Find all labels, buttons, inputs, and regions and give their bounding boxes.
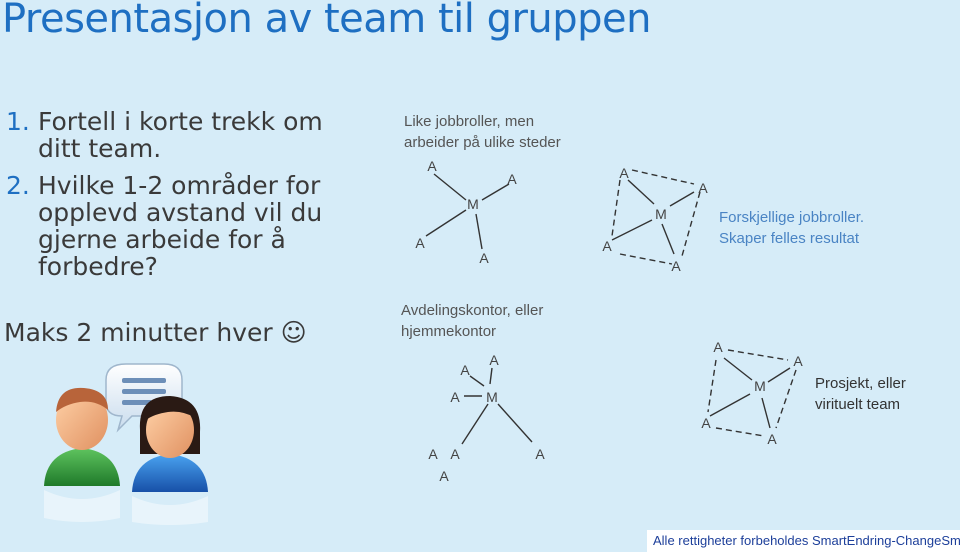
node-member: A xyxy=(671,258,681,274)
node-member: A xyxy=(701,415,711,431)
node-member: A xyxy=(602,238,612,254)
node-member: A xyxy=(479,250,489,266)
network-diagram-office: A A A M A A A A xyxy=(428,352,545,484)
question-list: 1. Fortell i korte trekk om ditt team. 2… xyxy=(6,108,366,280)
caption-line: Forskjellige jobbroller. xyxy=(719,209,865,226)
node-member: A xyxy=(489,352,499,368)
network-diagram-project: A A M A A xyxy=(701,339,803,447)
caption-same-roles: Like jobbroller, men arbeider på ulike s… xyxy=(404,111,561,153)
node-member: A xyxy=(698,180,708,196)
question-item-2: 2. Hvilke 1-2 områder for opplevd avstan… xyxy=(6,172,366,280)
node-member: A xyxy=(439,468,449,484)
node-member: A xyxy=(427,158,437,174)
node-member: A xyxy=(428,446,438,462)
slide-title: Presentasjon av team til gruppen xyxy=(2,0,652,42)
caption-line: Avdelingskontor, eller xyxy=(401,302,544,319)
node-member: A xyxy=(793,353,803,369)
question-number: 1. xyxy=(6,107,30,136)
network-diagram-diff-roles: A A M A A xyxy=(602,165,708,274)
question-text: Hvilke 1-2 områder for opplevd avstand v… xyxy=(38,171,323,281)
node-manager: M xyxy=(754,378,766,394)
caption-line: Prosjekt, eller xyxy=(815,375,906,392)
node-member: A xyxy=(450,389,460,405)
caption-line: hjemmekontor xyxy=(401,323,497,340)
caption-project: Prosjekt, eller virituelt team xyxy=(815,373,906,415)
question-text: Fortell i korte trekk om ditt team. xyxy=(38,107,323,163)
caption-line: Skaper felles resultat xyxy=(719,230,860,247)
node-member: A xyxy=(507,171,517,187)
node-manager: M xyxy=(467,196,479,212)
node-member: A xyxy=(535,446,545,462)
two-people-chat-icon xyxy=(44,363,208,525)
question-number: 2. xyxy=(6,171,30,200)
caption-line: Like jobbroller, men xyxy=(404,113,535,130)
node-manager: M xyxy=(655,206,667,222)
node-member: A xyxy=(415,235,425,251)
question-item-1: 1. Fortell i korte trekk om ditt team. xyxy=(6,108,366,162)
node-member: A xyxy=(450,446,460,462)
node-member: A xyxy=(767,431,777,447)
caption-office: Avdelingskontor, eller hjemmekontor xyxy=(401,300,543,342)
node-member: A xyxy=(713,339,723,355)
caption-diff-roles: Forskjellige jobbroller. Skaper felles r… xyxy=(719,207,864,249)
node-member: A xyxy=(460,362,470,378)
node-manager: M xyxy=(486,389,498,405)
time-note: Maks 2 minutter hver ☺ xyxy=(4,318,307,347)
copyright-footer: Alle rettigheter forbeholdes SmartEndrin… xyxy=(647,530,960,552)
caption-line: arbeider på ulike steder xyxy=(404,134,561,151)
caption-line: virituelt team xyxy=(815,396,901,413)
node-member: A xyxy=(619,165,629,181)
network-diagram-same-roles: A A M A A xyxy=(415,158,517,266)
